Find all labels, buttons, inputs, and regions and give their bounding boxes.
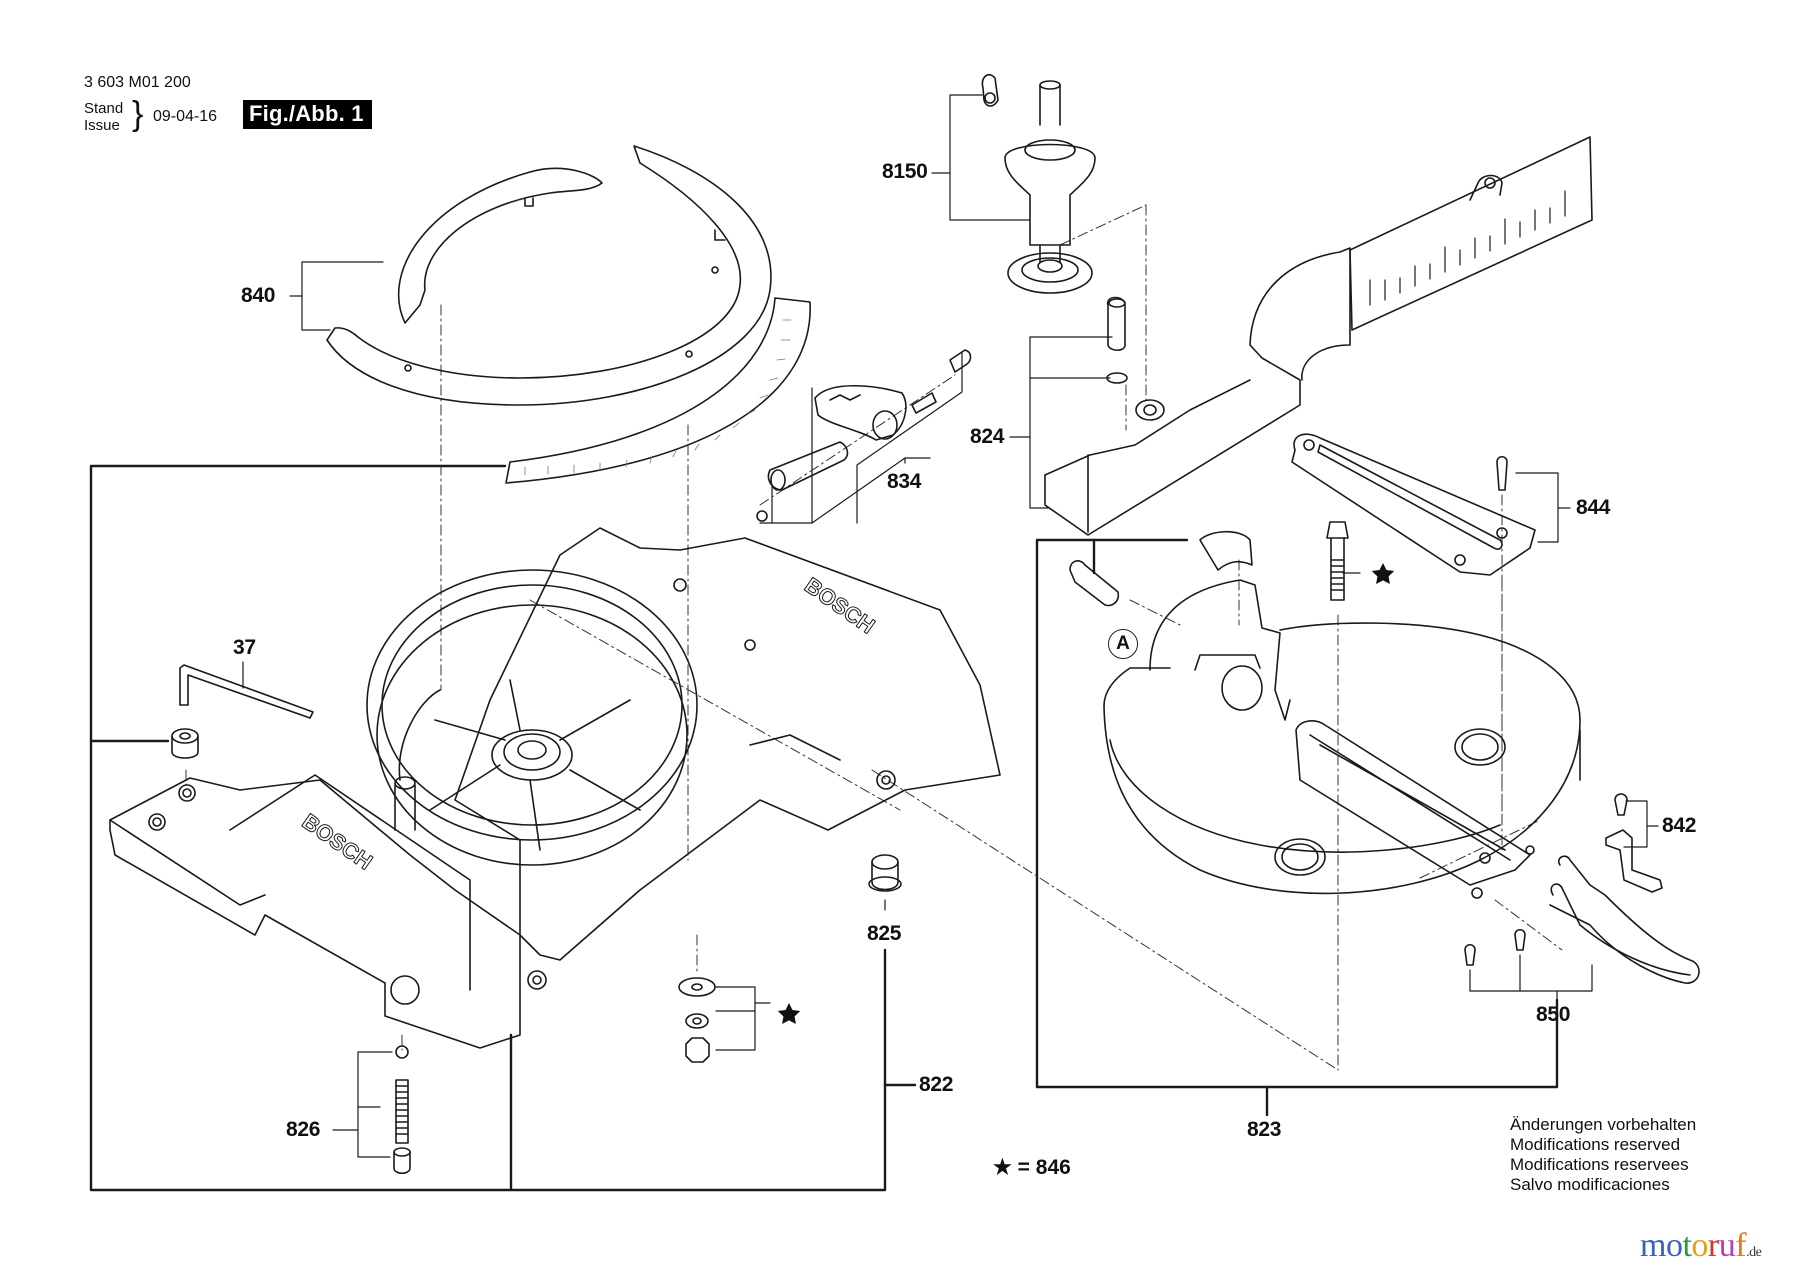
callout-825: 825 [867,922,902,945]
watermark-letter: u [1718,1227,1736,1264]
issue-label: Issue [84,117,120,134]
note-line-en: Modifications reserved [1510,1135,1681,1154]
watermark-letters: motoruf [1640,1227,1747,1264]
issue-date: 09-04-16 [153,108,218,125]
part-850-handle [1464,855,1700,984]
part-824-fence [1044,136,1593,536]
part-825-rubber-foot [868,854,902,892]
part-834-lock-lever [756,349,972,522]
detail-callout-a: A [1108,629,1138,659]
part-846-fastener-set [678,977,716,1063]
watermark-tld: .de [1746,1245,1762,1260]
note-line-fr: Modifications reservees [1510,1155,1689,1174]
star-icon: ★ [993,1156,1012,1179]
left-rubber-foot [171,728,199,759]
modification-notice: Änderungen vorbehalten Modifications res… [1510,1115,1696,1195]
star-markers [777,563,1395,1024]
watermark-letter: o [1665,1227,1683,1264]
part-37-hex-key [179,664,314,719]
assembly-axes [185,204,1563,1071]
star-icon [1371,563,1395,584]
note-line-es: Salvo modificaciones [1510,1175,1670,1194]
angle-scale-plate [505,297,811,484]
watermark-letter: m [1640,1227,1666,1264]
part-823-turntable [1069,530,1581,899]
watermark-letter: o [1691,1227,1708,1264]
callout-850: 850 [1536,1003,1571,1026]
callout-840: 840 [241,284,276,307]
stand-label: Stand [84,100,124,117]
part-826-spring-set [393,1045,411,1175]
note-line-de: Änderungen vorbehalten [1510,1115,1697,1134]
watermark-letter: f [1735,1227,1747,1264]
part-8150-knob [981,73,1096,294]
legend-text: = 846 [1017,1156,1071,1179]
watermark-letter: r [1707,1227,1719,1264]
part-822-base-housing: BOSCH BOSCH [109,527,1001,1049]
thin-leaders [242,94,1659,1158]
frame-822 [89,464,887,1192]
star-icon [777,1003,801,1024]
hex-bolt [1326,521,1349,601]
frame-823 [1035,538,1189,1089]
watermark-letter: t [1682,1227,1692,1264]
part-844-insert-plate [1291,433,1536,576]
callout-824: 824 [970,425,1005,448]
callout-834: 834 [887,470,922,493]
brand-mark-rear: BOSCH [800,572,879,638]
bracket-lines [89,464,1559,1192]
callout-842: 842 [1662,814,1697,837]
callout-37: 37 [233,636,256,659]
part-number: 3 603 M01 200 [84,74,191,91]
callout-844: 844 [1576,496,1611,519]
callout-826: 826 [286,1118,321,1141]
part-842-bracket [1605,793,1663,893]
callout-8150: 8150 [882,160,928,183]
part-840-ring-segments [326,145,772,406]
frame-823-bottom [1035,998,1559,1089]
watermark-logo: motoruf.de [1640,1227,1762,1265]
brace-glyph: } [132,95,144,133]
star-legend: ★ = 846 [993,1155,1071,1180]
callout-822: 822 [919,1073,954,1096]
callout-823: 823 [1247,1118,1282,1141]
figure-label: Fig./Abb. 1 [243,100,372,129]
stand-issue-label: Stand Issue [84,100,123,134]
